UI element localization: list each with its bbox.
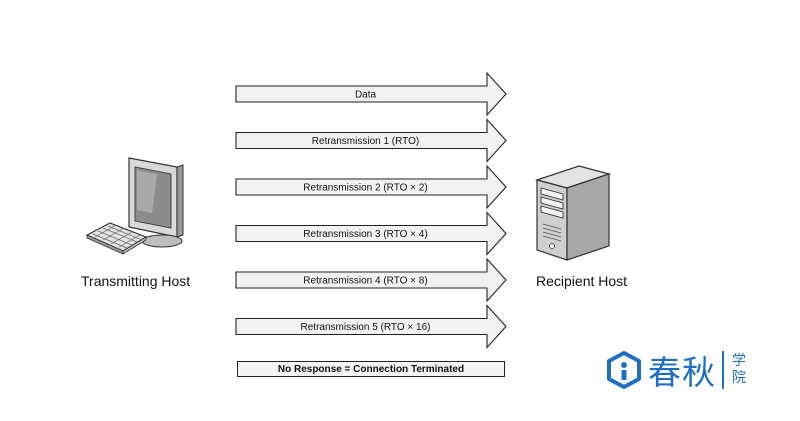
arrow-shape bbox=[235, 304, 507, 349]
termination-box: No Response = Connection Terminated bbox=[237, 361, 505, 377]
arrow-retransmission-5: Retransmission 5 (RTO × 16) bbox=[235, 304, 507, 349]
computer-icon bbox=[85, 157, 184, 255]
arrow-shape bbox=[235, 71, 507, 117]
arrow-label: Retransmission 2 (RTO × 2) bbox=[303, 183, 427, 194]
logo-mark-icon bbox=[607, 351, 641, 389]
arrow-shape bbox=[235, 164, 507, 210]
arrow-retransmission-3: Retransmission 3 (RTO × 4) bbox=[235, 211, 507, 256]
arrow-retransmission-1: Retransmission 1 (RTO) bbox=[235, 118, 507, 163]
logo-sub-top: 学 bbox=[732, 353, 746, 369]
logo-text: 春秋 bbox=[648, 353, 716, 392]
arrow-retransmission-2: Retransmission 2 (RTO × 2) bbox=[235, 164, 507, 210]
logo-subtext: 学 院 bbox=[732, 353, 746, 387]
arrow-retransmission-4: Retransmission 4 (RTO × 8) bbox=[235, 257, 507, 303]
arrow-shape bbox=[235, 118, 507, 163]
transmitting-host-label: Transmitting Host bbox=[81, 273, 191, 289]
termination-label: No Response = Connection Terminated bbox=[277, 363, 465, 375]
logo-sub-bottom: 院 bbox=[732, 370, 746, 386]
arrow-label: Retransmission 1 (RTO) bbox=[312, 136, 419, 147]
arrow-label: Data bbox=[355, 90, 377, 101]
arrow-shape bbox=[235, 257, 507, 303]
arrow-label: Retransmission 4 (RTO × 8) bbox=[303, 276, 427, 287]
arrow-label: Retransmission 5 (RTO × 16) bbox=[301, 322, 431, 333]
server-icon bbox=[534, 165, 612, 261]
recipient-host-label: Recipient Host bbox=[536, 273, 628, 289]
arrow-shape bbox=[235, 211, 507, 256]
logo-divider bbox=[722, 351, 724, 389]
arrow-data: Data bbox=[235, 71, 507, 117]
arrow-label: Retransmission 3 (RTO × 4) bbox=[303, 229, 427, 240]
brand-logo: 春秋 学 院 bbox=[606, 346, 746, 394]
